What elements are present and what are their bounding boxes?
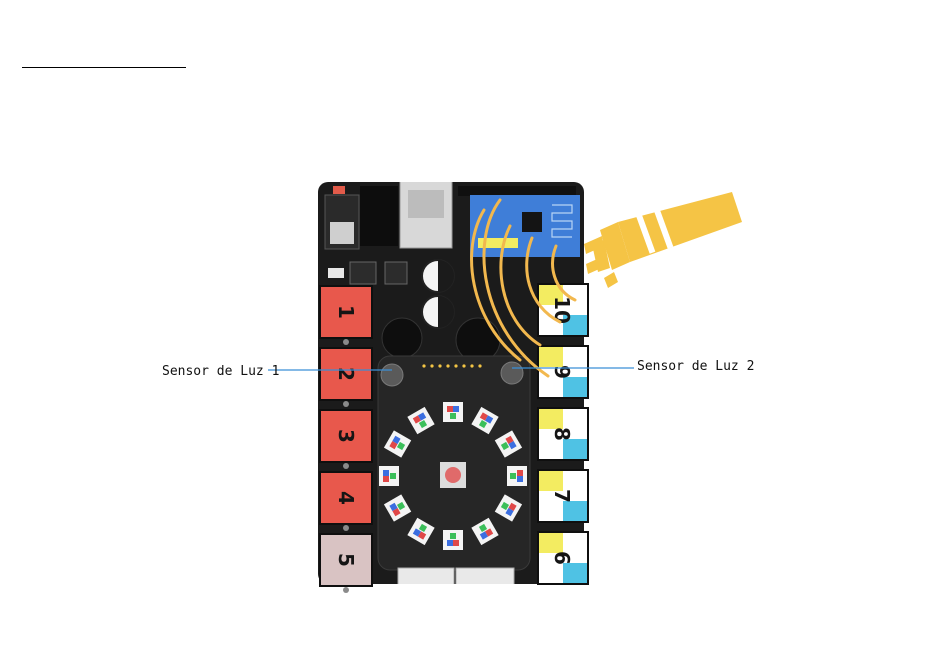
port-number: 4 (334, 491, 358, 505)
port-right-8: 8 (538, 408, 588, 460)
center-button (445, 467, 461, 483)
port-number: 2 (334, 367, 358, 381)
port-number: 6 (550, 551, 574, 565)
sensor-label-1: Sensor de Luz 1 (162, 364, 279, 379)
led (507, 466, 527, 486)
inductor-2 (385, 262, 407, 284)
buzzer-2 (456, 318, 500, 362)
header-strip (458, 186, 576, 196)
chip-label (330, 222, 354, 244)
smd-1 (328, 268, 344, 278)
port-right-7: 7 (538, 470, 588, 522)
inductor-1 (350, 262, 376, 284)
bottom-connector-2 (456, 568, 514, 586)
led (443, 530, 463, 550)
port-right-6: 6 (538, 532, 588, 584)
port-left-3: 3 (320, 410, 372, 469)
bluetooth-chip (522, 212, 542, 232)
port-number: 8 (550, 427, 574, 441)
port-number: 1 (334, 305, 358, 319)
port-number: 7 (550, 489, 574, 503)
sensor-label-2: Sensor de Luz 2 (637, 359, 754, 374)
port-left-5: 5 (320, 534, 372, 593)
port-right-9: 9 (538, 346, 588, 398)
port-left-4: 4 (320, 472, 372, 531)
light-sensor-2 (501, 362, 523, 384)
light-sensor-1 (381, 364, 403, 386)
usb-port-inner (408, 190, 444, 218)
port-number: 3 (334, 429, 358, 443)
power-connector (333, 186, 345, 194)
flashlight-icon (584, 192, 742, 288)
barrel-jack (360, 186, 398, 246)
led (379, 466, 399, 486)
bottom-connector-1 (398, 568, 454, 586)
buzzer (382, 318, 422, 358)
port-number: 9 (550, 365, 574, 379)
port-left-2: 2 (320, 348, 372, 407)
ports-left: 1 2 3 4 5 (320, 286, 372, 593)
led (443, 402, 463, 422)
port-left-1: 1 (320, 286, 372, 345)
port-number: 5 (334, 553, 358, 567)
